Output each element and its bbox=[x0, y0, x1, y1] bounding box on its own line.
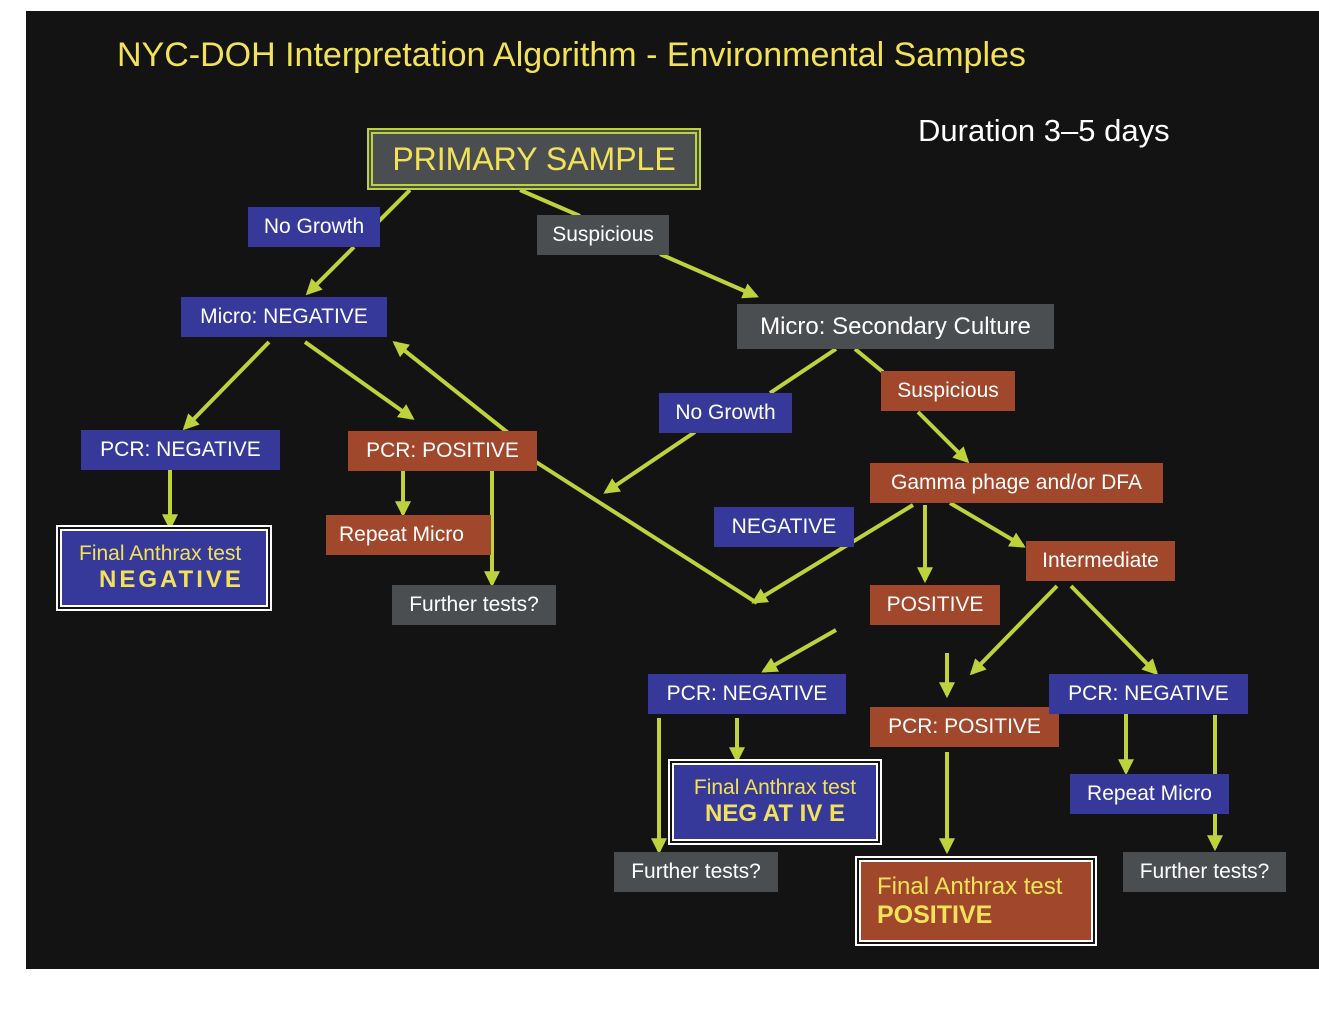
arrow-intermediate-to-pcr-neg-3 bbox=[1069, 584, 1159, 676]
pcr-negative-node: PCR: NEGATIVE bbox=[81, 430, 280, 470]
arrow-loop-to-pcr-neg-2 bbox=[761, 628, 837, 673]
arrow-primary-to-suspicious bbox=[519, 188, 581, 218]
intermediate-node: Intermediate bbox=[1026, 541, 1175, 581]
arrow-gamma-to-negative-loop bbox=[751, 503, 915, 604]
suspicious-secondary-node: Suspicious bbox=[881, 371, 1015, 411]
no-growth-secondary-node: No Growth bbox=[659, 393, 792, 433]
final-positive-result: Final Anthrax test POSITIVE bbox=[861, 862, 1091, 940]
final-negative-secondary-line2: NEG AT IV E bbox=[704, 800, 845, 827]
arrow-suspicious-to-gamma bbox=[916, 410, 970, 464]
no-growth-node: No Growth bbox=[248, 207, 380, 247]
repeat-micro-intermediate-node: Repeat Micro bbox=[1070, 774, 1229, 814]
final-negative-line2: NEGATIVE bbox=[99, 566, 244, 593]
arrow-secondary-to-suspicious bbox=[853, 347, 885, 374]
duration-label: Duration 3–5 days bbox=[918, 113, 1170, 148]
arrow-secondary-to-nogrowth bbox=[768, 347, 838, 395]
arrow-intermediate-to-pcr-pos-2 bbox=[969, 584, 1059, 676]
pcr-positive-node: PCR: POSITIVE bbox=[348, 431, 537, 471]
slide-title: NYC-DOH Interpretation Algorithm - Envir… bbox=[117, 36, 1026, 74]
micro-negative-node: Micro: NEGATIVE bbox=[181, 297, 387, 337]
positive-label-node: POSITIVE bbox=[870, 585, 1000, 625]
arrow-primary-to-nogrowth bbox=[376, 188, 412, 224]
gamma-phage-dfa-node: Gamma phage and/or DFA bbox=[870, 463, 1163, 503]
negative-label-node: NEGATIVE bbox=[714, 507, 854, 547]
further-tests-secondary-node: Further tests? bbox=[614, 852, 778, 892]
suspicious-node: Suspicious bbox=[537, 215, 669, 255]
final-negative-result: Final Anthrax test NEGATIVE bbox=[62, 531, 266, 605]
pcr-negative-intermediate-node: PCR: NEGATIVE bbox=[1049, 674, 1248, 714]
final-negative-secondary-line1: Final Anthrax test bbox=[693, 776, 857, 799]
further-tests-intermediate-node: Further tests? bbox=[1123, 852, 1286, 892]
final-negative-line1: Final Anthrax test bbox=[79, 542, 242, 565]
further-tests-node: Further tests? bbox=[392, 585, 556, 625]
final-positive-line2: POSITIVE bbox=[877, 900, 993, 929]
arrow-diagonal-loop bbox=[534, 460, 759, 605]
arrow-nogrowth-to-micro-negative bbox=[305, 245, 356, 296]
arrow-nogrowth-to-loop bbox=[603, 430, 697, 494]
pcr-positive-secondary-node: PCR: POSITIVE bbox=[870, 707, 1059, 747]
pcr-negative-secondary-node: PCR: NEGATIVE bbox=[648, 674, 846, 714]
micro-secondary-culture-node: Micro: Secondary Culture bbox=[737, 304, 1054, 349]
primary-sample-node: PRIMARY SAMPLE bbox=[371, 132, 697, 186]
arrow-micro-neg-to-pcr-pos bbox=[303, 340, 415, 420]
arrow-gamma-to-intermediate bbox=[948, 501, 1026, 548]
arrow-suspicious-to-secondary bbox=[659, 252, 759, 299]
arrow-micro-neg-to-pcr-neg bbox=[182, 340, 271, 431]
final-negative-secondary-result: Final Anthrax test NEG AT IV E bbox=[674, 765, 876, 839]
final-positive-line1: Final Anthrax test bbox=[877, 872, 1063, 900]
repeat-micro-node: Repeat Micro bbox=[326, 515, 491, 555]
